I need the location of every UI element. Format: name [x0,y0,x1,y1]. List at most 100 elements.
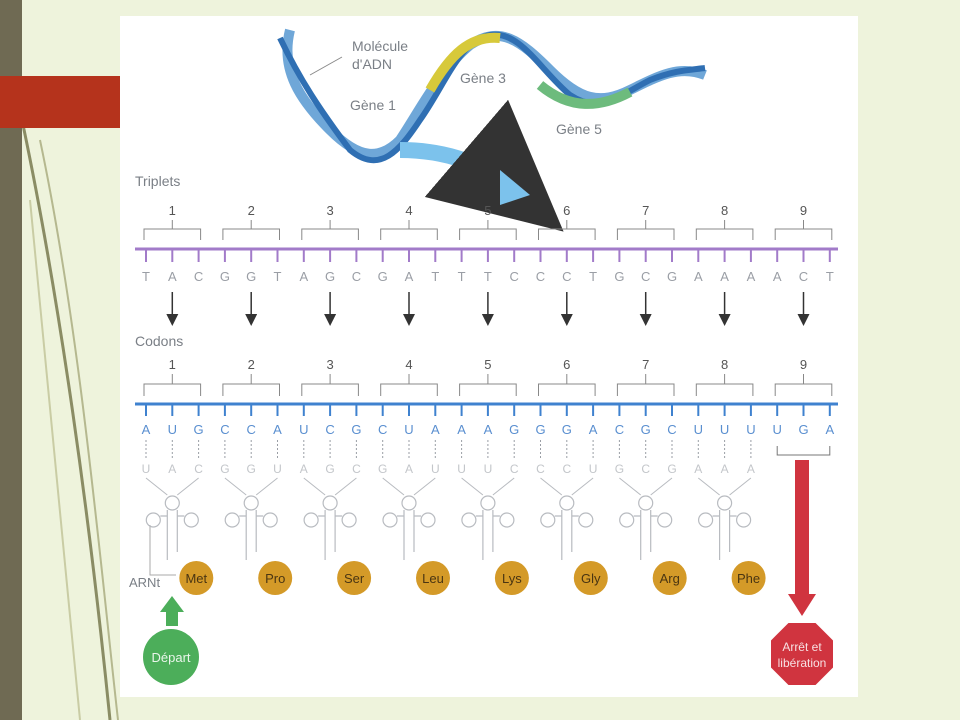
triplets-title: Triplets [135,173,180,189]
codon-base: G [351,422,361,437]
anticodon-base: G [247,462,256,476]
trna-arm [160,510,185,560]
amino-acid-label: Gly [581,571,601,586]
decor-line [29,199,81,720]
trna-loop [716,495,733,511]
anticodon-base: U [589,462,598,476]
trna-loop [540,512,556,528]
triplet-number: 8 [721,203,728,218]
accent-block [0,76,120,128]
trna-loop [461,512,477,528]
anticodon-base: G [615,462,624,476]
trna-arm [397,510,421,560]
amino-acid-circle [652,561,687,595]
codon-base: A [457,422,466,437]
codon-number: 1 [169,357,176,372]
trna-stem [382,477,436,496]
codon-base: U [168,422,177,437]
amino-acid-circle [494,561,529,595]
codon-base: A [484,422,493,437]
codon-base: U [746,422,755,437]
triplet-base: T [458,269,466,284]
triplet-base: C [352,269,361,284]
codon-base: C [247,422,256,437]
triplet-number: 4 [405,203,412,218]
trna-loop [145,512,161,528]
triplet-bracket [143,220,202,240]
anticodon-base: G [378,462,387,476]
triplet-base: A [720,269,729,284]
triplet-number: 2 [248,203,255,218]
triplet-base: C [799,269,808,284]
triplet-bracket [459,220,517,240]
codon-base: U [694,422,703,437]
trna-label: ARNt [129,575,160,590]
triplet-bracket [222,220,280,240]
codon-base: U [720,422,729,437]
trna-loop [619,512,635,528]
codons-title: Codons [135,333,183,349]
trna-arm [318,510,343,560]
codon-base: G [194,422,204,437]
gene1-label: Gène 1 [350,97,396,113]
decor-line [39,139,119,720]
trna-arm [712,510,737,560]
codon-bracket [301,374,359,396]
amino-acid-label: Met [185,571,207,586]
codon-bracket [380,374,438,396]
codon-base: A [825,422,834,437]
codon-bracket [538,374,596,396]
trna-stem [224,477,278,496]
triplet-base: T [826,269,834,284]
amino-acid-label: Lys [502,571,522,586]
amino-acid-label: Ser [344,571,365,586]
triplet-base: T [484,269,492,284]
anticodon-base: U [431,462,440,476]
decor-line [20,119,112,720]
triplet-bracket [774,220,833,240]
trna-loop [480,495,496,511]
trna-loop [322,495,338,511]
triplet-base: C [536,269,545,284]
gene3-label: Gène 3 [460,70,506,86]
anticodon-base: U [142,462,151,476]
triplet-base: C [641,269,650,284]
codon-number: 2 [248,357,255,372]
trna-stem [697,477,752,496]
triplet-number: 3 [326,203,333,218]
triplet-number: 7 [642,203,649,218]
trna-stem [145,477,199,496]
codon-bracket [695,374,754,396]
triplet-number: 1 [169,203,176,218]
codon-base: U [773,422,782,437]
trna-loop [420,512,436,528]
triplet-base: G [378,269,388,284]
molecule-label-2: d'ADN [352,56,392,72]
triplet-number: 5 [484,203,491,218]
codon-bracket [774,374,833,396]
codon-base: A [431,422,440,437]
trna-loop [183,512,199,528]
triplet-number: 6 [563,203,570,218]
codon-number: 8 [721,357,728,372]
codon-base: G [562,422,572,437]
amino-acid-circle [731,561,766,595]
triplet-base: T [589,269,597,284]
anticodon-base: G [325,462,334,476]
anticodon-base: C [562,462,571,476]
anticodon-base: A [721,462,729,476]
amino-acid-label: Leu [422,571,444,586]
trna-loop [164,495,180,511]
trna-loop [341,512,357,528]
triplet-bracket [301,220,359,240]
codon-base: C [325,422,334,437]
codon-bracket [222,374,280,396]
arrow-icon [399,99,564,232]
anticodon-base: A [168,462,176,476]
codon-base: C [667,422,676,437]
amino-acid-circle [337,561,372,595]
trna-loop [262,512,278,528]
